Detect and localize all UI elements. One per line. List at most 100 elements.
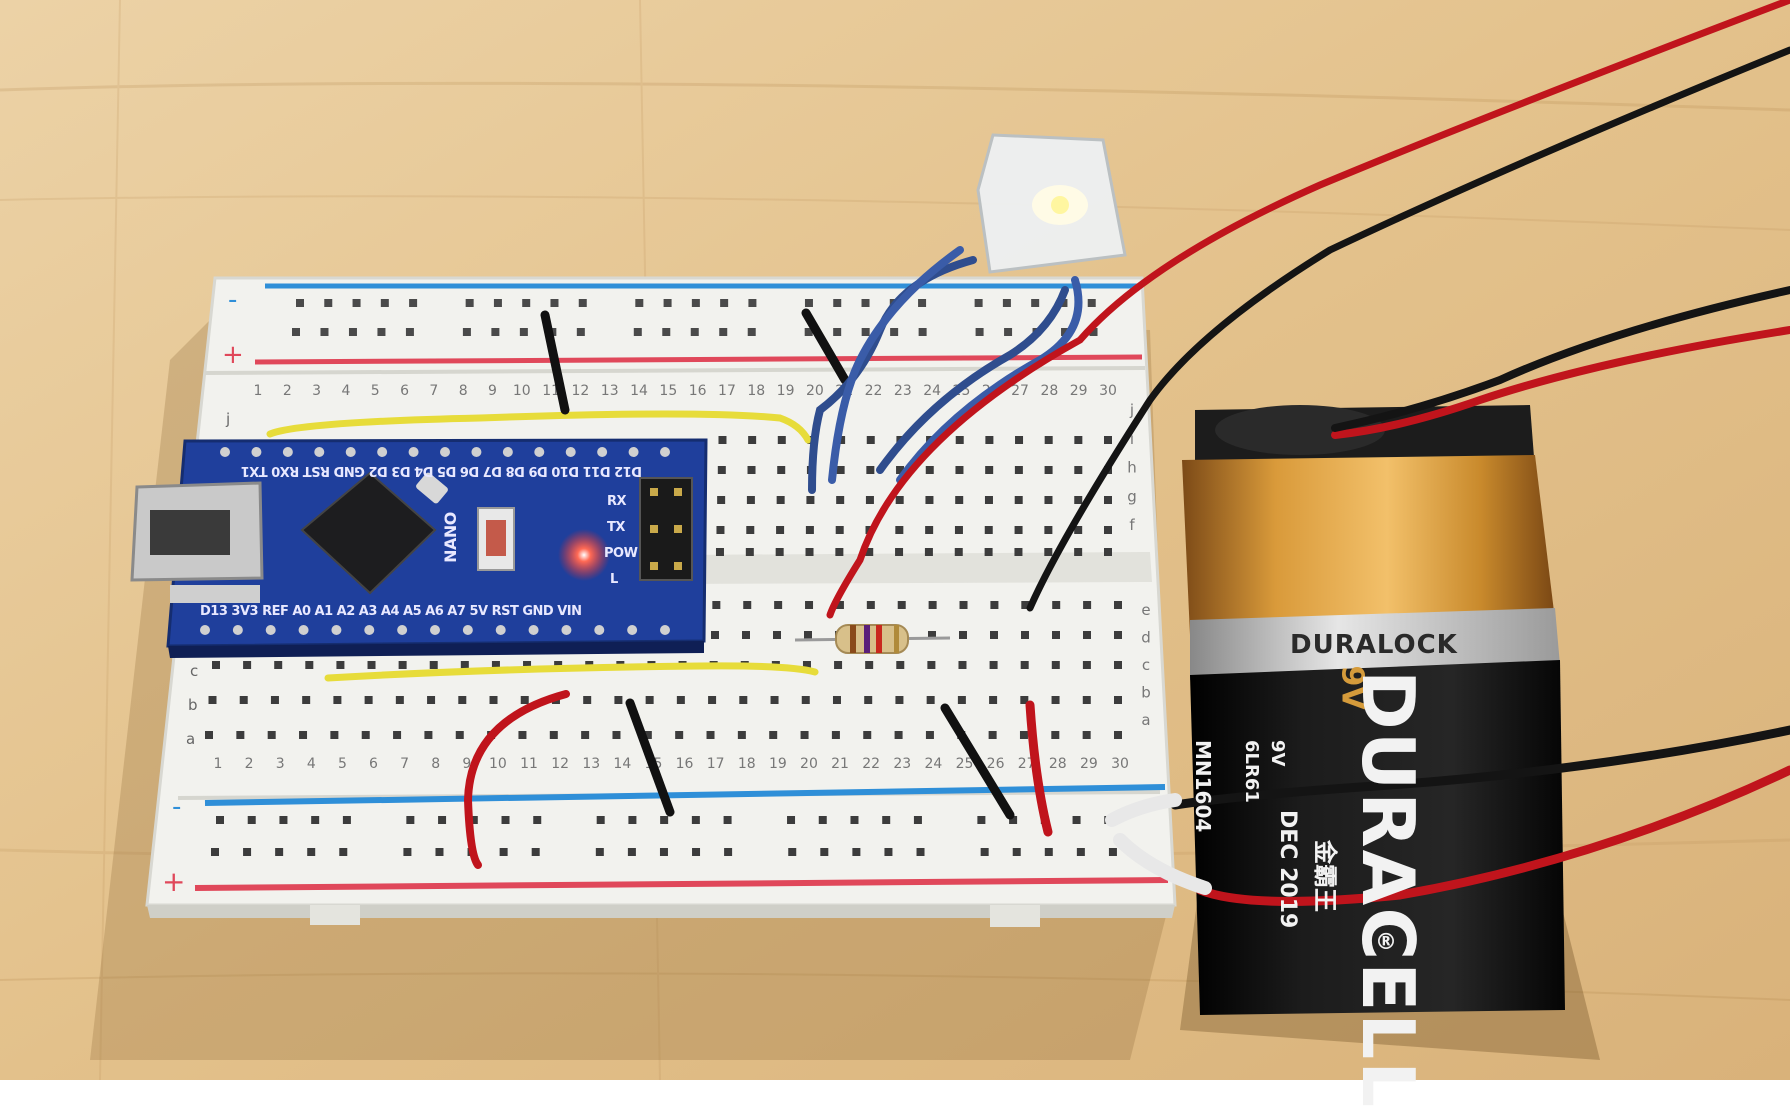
breadboard-hole[interactable] — [804, 631, 812, 639]
breadboard-hole[interactable] — [1051, 731, 1060, 739]
breadboard-hole[interactable] — [336, 661, 345, 669]
rail-hole[interactable] — [916, 848, 925, 856]
rail-hole[interactable] — [342, 816, 351, 824]
breadboard-hole[interactable] — [676, 696, 685, 704]
breadboard-hole[interactable] — [581, 731, 590, 739]
rail-hole[interactable] — [913, 816, 922, 824]
rail-hole[interactable] — [692, 848, 701, 856]
breadboard-hole[interactable] — [737, 731, 746, 739]
rail-hole[interactable] — [596, 816, 605, 824]
breadboard-hole[interactable] — [806, 496, 815, 504]
breadboard-hole[interactable] — [460, 661, 469, 669]
rail-hole[interactable] — [216, 816, 224, 824]
breadboard-hole[interactable] — [330, 731, 339, 739]
breadboard-hole[interactable] — [1082, 696, 1091, 704]
breadboard-hole[interactable] — [777, 436, 786, 444]
breadboard-hole[interactable] — [959, 631, 967, 639]
rail-hole[interactable] — [723, 816, 732, 824]
breadboard-hole[interactable] — [866, 601, 875, 609]
breadboard-hole[interactable] — [398, 661, 407, 669]
breadboard-hole[interactable] — [1114, 601, 1122, 609]
rail-hole[interactable] — [211, 848, 219, 856]
breadboard-hole[interactable] — [458, 696, 467, 704]
breadboard-hole[interactable] — [746, 496, 755, 504]
breadboard-hole[interactable] — [1052, 631, 1060, 639]
rail-hole[interactable] — [279, 816, 288, 824]
rail-hole[interactable] — [1108, 848, 1117, 856]
breadboard-hole[interactable] — [395, 696, 404, 704]
breadboard-hole[interactable] — [805, 548, 814, 556]
rail-hole[interactable] — [578, 299, 587, 307]
breadboard-hole[interactable] — [1074, 466, 1083, 474]
rail-hole[interactable] — [975, 328, 984, 336]
breadboard-hole[interactable] — [643, 731, 652, 739]
breadboard-hole[interactable] — [924, 548, 933, 556]
rail-hole[interactable] — [663, 299, 672, 307]
breadboard-hole[interactable] — [897, 601, 906, 609]
rail-hole[interactable] — [861, 299, 870, 307]
rail-hole[interactable] — [691, 299, 700, 307]
breadboard-hole[interactable] — [925, 466, 934, 474]
rail-hole[interactable] — [820, 848, 829, 856]
breadboard-hole[interactable] — [926, 696, 935, 704]
breadboard-hole[interactable] — [989, 661, 998, 669]
breadboard-hole[interactable] — [675, 731, 684, 739]
breadboard-hole[interactable] — [895, 548, 904, 556]
breadboard-hole[interactable] — [990, 631, 998, 639]
breadboard-hole[interactable] — [1020, 696, 1029, 704]
breadboard-hole[interactable] — [864, 696, 873, 704]
breadboard-hole[interactable] — [305, 661, 314, 669]
rail-hole[interactable] — [435, 848, 444, 856]
rail-hole[interactable] — [275, 848, 284, 856]
breadboard-hole[interactable] — [955, 436, 964, 444]
rail-hole[interactable] — [438, 816, 447, 824]
rail-hole[interactable] — [501, 816, 510, 824]
breadboard-hole[interactable] — [984, 548, 993, 556]
rail-hole[interactable] — [627, 848, 636, 856]
rail-hole[interactable] — [1061, 328, 1070, 336]
rail-hole[interactable] — [628, 816, 637, 824]
breadboard-hole[interactable] — [958, 661, 967, 669]
breadboard-hole[interactable] — [1083, 631, 1091, 639]
breadboard-hole[interactable] — [836, 466, 845, 474]
breadboard-hole[interactable] — [742, 631, 750, 639]
rail-hole[interactable] — [348, 328, 357, 336]
breadboard-hole[interactable] — [711, 631, 719, 639]
breadboard-hole[interactable] — [985, 436, 994, 444]
breadboard-hole[interactable] — [835, 526, 844, 534]
rail-hole[interactable] — [833, 328, 842, 336]
breadboard-hole[interactable] — [1044, 466, 1053, 474]
breadboard-hole[interactable] — [835, 601, 844, 609]
breadboard-hole[interactable] — [523, 661, 532, 669]
rail-hole[interactable] — [662, 328, 671, 336]
breadboard-hole[interactable] — [866, 436, 875, 444]
breadboard-hole[interactable] — [990, 601, 999, 609]
breadboard-hole[interactable] — [712, 601, 721, 609]
breadboard-hole[interactable] — [549, 731, 558, 739]
breadboard-hole[interactable] — [1014, 496, 1023, 504]
breadboard-hole[interactable] — [1015, 436, 1024, 444]
breadboard-hole[interactable] — [959, 601, 968, 609]
rail-hole[interactable] — [292, 328, 300, 336]
breadboard-hole[interactable] — [1074, 548, 1083, 556]
rail-hole[interactable] — [377, 328, 386, 336]
rail-hole[interactable] — [243, 848, 252, 856]
breadboard-hole[interactable] — [895, 526, 904, 534]
rail-hole[interactable] — [339, 848, 348, 856]
breadboard-hole[interactable] — [925, 731, 934, 739]
rail-hole[interactable] — [804, 299, 813, 307]
rail-hole[interactable] — [724, 848, 733, 856]
rail-hole[interactable] — [1004, 328, 1013, 336]
rail-hole[interactable] — [748, 299, 757, 307]
breadboard-hole[interactable] — [802, 661, 811, 669]
breadboard-hole[interactable] — [894, 731, 903, 739]
rail-hole[interactable] — [977, 816, 986, 824]
rail-hole[interactable] — [882, 816, 891, 824]
breadboard-hole[interactable] — [896, 661, 905, 669]
breadboard-hole[interactable] — [773, 631, 781, 639]
rail-hole[interactable] — [1031, 299, 1040, 307]
rail-hole[interactable] — [519, 328, 528, 336]
breadboard-hole[interactable] — [769, 731, 778, 739]
rail-hole[interactable] — [491, 328, 500, 336]
rail-hole[interactable] — [1044, 848, 1053, 856]
